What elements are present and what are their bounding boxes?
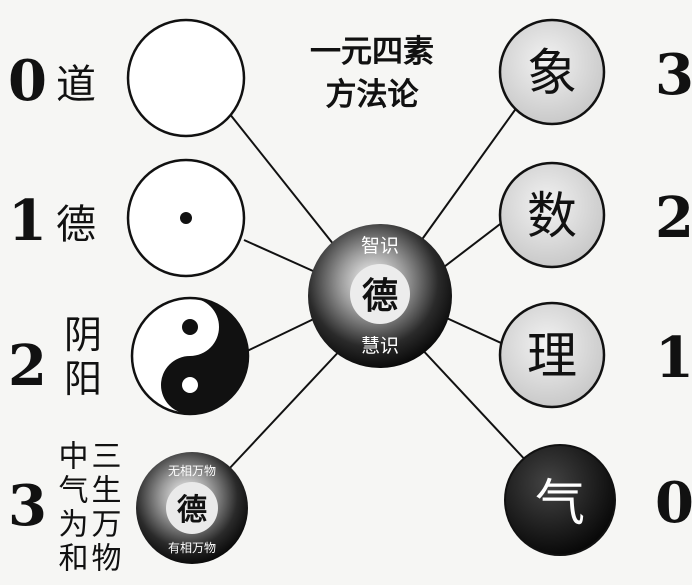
line-de bbox=[243, 239, 323, 276]
right-num-3: 3 bbox=[655, 42, 692, 108]
yinyang-icon bbox=[130, 296, 250, 416]
glyph-xiang: 象 bbox=[527, 44, 577, 102]
small-orb-top: 无相万物 bbox=[168, 464, 216, 478]
left-col-2: 三生万物 bbox=[86, 440, 122, 576]
left-label-yin: 阴 bbox=[64, 313, 102, 357]
left-num-2: 2 bbox=[8, 333, 47, 399]
small-orb bbox=[136, 452, 248, 564]
right-num-1: 1 bbox=[655, 325, 692, 391]
right-num-2: 2 bbox=[655, 185, 692, 251]
xiang-circle bbox=[498, 18, 606, 126]
small-orb-bottom: 有相万物 bbox=[168, 541, 216, 555]
shu-circle bbox=[498, 161, 606, 269]
left-num-3: 3 bbox=[8, 473, 47, 539]
line-yinyang bbox=[244, 314, 323, 353]
glyph-qi: 气 bbox=[535, 474, 585, 532]
line-dao bbox=[224, 107, 339, 251]
line-qi bbox=[417, 344, 531, 466]
glyph-li: 理 bbox=[527, 327, 577, 385]
left-num-0: 0 bbox=[8, 48, 47, 114]
center-top: 智识 bbox=[361, 235, 399, 257]
line-li bbox=[439, 314, 513, 349]
left-label-yang: 阳 bbox=[64, 357, 102, 401]
left-label-de: 德 bbox=[56, 202, 96, 248]
de-dot bbox=[180, 212, 192, 224]
dao-circle bbox=[126, 18, 246, 138]
center-mid: 德 bbox=[362, 276, 398, 317]
qi-circle bbox=[504, 444, 616, 556]
glyph-shu: 数 bbox=[527, 187, 577, 245]
line-three bbox=[227, 344, 346, 471]
title-line1: 一元四素 bbox=[310, 34, 434, 70]
li-circle bbox=[498, 301, 606, 409]
title-line2: 方法论 bbox=[326, 77, 420, 113]
left-label-dao: 道 bbox=[56, 62, 96, 108]
small-orb-mid: 德 bbox=[177, 493, 207, 528]
line-xiang bbox=[417, 95, 526, 246]
left-num-1: 1 bbox=[8, 188, 47, 254]
left-col-1: 中气为和 bbox=[53, 440, 89, 576]
right-num-0: 0 bbox=[655, 470, 692, 536]
center-orb bbox=[308, 224, 452, 368]
center-bottom: 慧识 bbox=[361, 335, 399, 357]
